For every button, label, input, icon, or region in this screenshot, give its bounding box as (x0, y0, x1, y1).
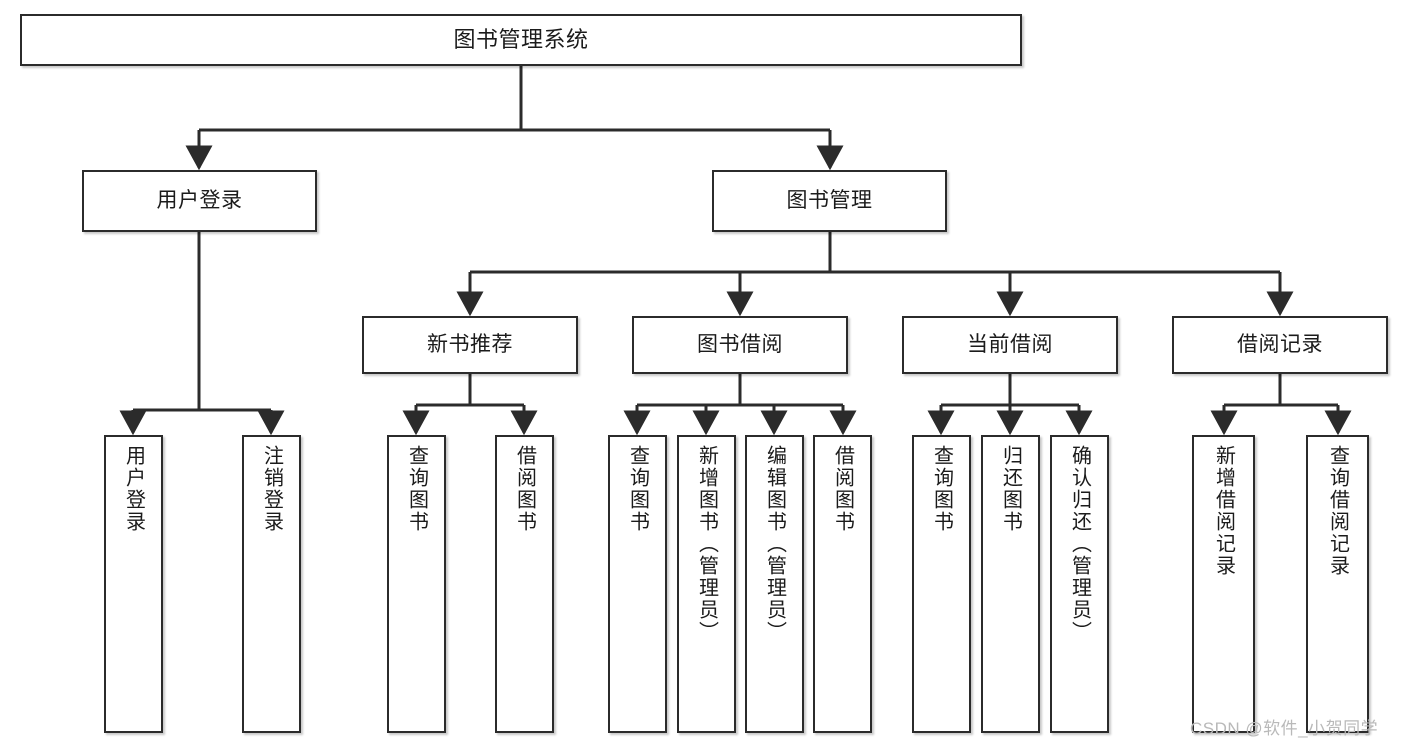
node-book-manage[interactable]: 图书管理 (712, 170, 947, 232)
node-leaf-borrow-book-a-label: 借阅图书 (513, 445, 536, 533)
node-leaf-borrow-book-b-label: 借阅图书 (831, 445, 854, 533)
node-leaf-query-book-b-label: 查询图书 (626, 445, 649, 533)
node-leaf-query-book-a[interactable]: 查询图书 (387, 435, 446, 733)
node-root[interactable]: 图书管理系统 (20, 14, 1022, 66)
node-leaf-edit-book[interactable]: 编辑图书（管理员） (745, 435, 804, 733)
node-new-book-rec[interactable]: 新书推荐 (362, 316, 578, 374)
node-leaf-add-record-label: 新增借阅记录 (1212, 445, 1235, 577)
node-current-borrow[interactable]: 当前借阅 (902, 316, 1118, 374)
node-leaf-add-record[interactable]: 新增借阅记录 (1192, 435, 1255, 733)
node-leaf-borrow-book-a[interactable]: 借阅图书 (495, 435, 554, 733)
node-leaf-logout-label: 注销登录 (260, 445, 283, 533)
node-leaf-query-book-c[interactable]: 查询图书 (912, 435, 971, 733)
node-leaf-borrow-book-b[interactable]: 借阅图书 (813, 435, 872, 733)
node-leaf-add-book[interactable]: 新增图书（管理员） (677, 435, 736, 733)
node-user-login[interactable]: 用户登录 (82, 170, 317, 232)
node-leaf-query-record-label: 查询借阅记录 (1326, 445, 1349, 577)
node-leaf-user-login[interactable]: 用户登录 (104, 435, 163, 733)
node-leaf-query-record[interactable]: 查询借阅记录 (1306, 435, 1369, 733)
node-book-borrow-label: 图书借阅 (697, 333, 783, 357)
node-leaf-query-book-c-label: 查询图书 (930, 445, 953, 533)
node-leaf-query-book-b[interactable]: 查询图书 (608, 435, 667, 733)
watermark: CSDN @软件_小贺同学 (1190, 719, 1379, 738)
node-user-login-label: 用户登录 (156, 189, 243, 213)
node-new-book-rec-label: 新书推荐 (427, 333, 513, 357)
node-leaf-user-login-label: 用户登录 (122, 445, 145, 533)
node-leaf-confirm-return-label: 确认归还（管理员） (1068, 445, 1091, 643)
node-borrow-record[interactable]: 借阅记录 (1172, 316, 1388, 374)
node-leaf-return-book-label: 归还图书 (999, 445, 1022, 533)
node-leaf-edit-book-label: 编辑图书（管理员） (763, 445, 786, 643)
node-book-borrow[interactable]: 图书借阅 (632, 316, 848, 374)
node-leaf-return-book[interactable]: 归还图书 (981, 435, 1040, 733)
node-leaf-query-book-a-label: 查询图书 (405, 445, 428, 533)
node-leaf-confirm-return[interactable]: 确认归还（管理员） (1050, 435, 1109, 733)
node-current-borrow-label: 当前借阅 (967, 333, 1053, 357)
node-leaf-add-book-label: 新增图书（管理员） (695, 445, 718, 643)
node-book-manage-label: 图书管理 (786, 189, 873, 213)
node-root-label: 图书管理系统 (453, 26, 589, 52)
node-leaf-logout[interactable]: 注销登录 (242, 435, 301, 733)
node-borrow-record-label: 借阅记录 (1237, 333, 1323, 357)
